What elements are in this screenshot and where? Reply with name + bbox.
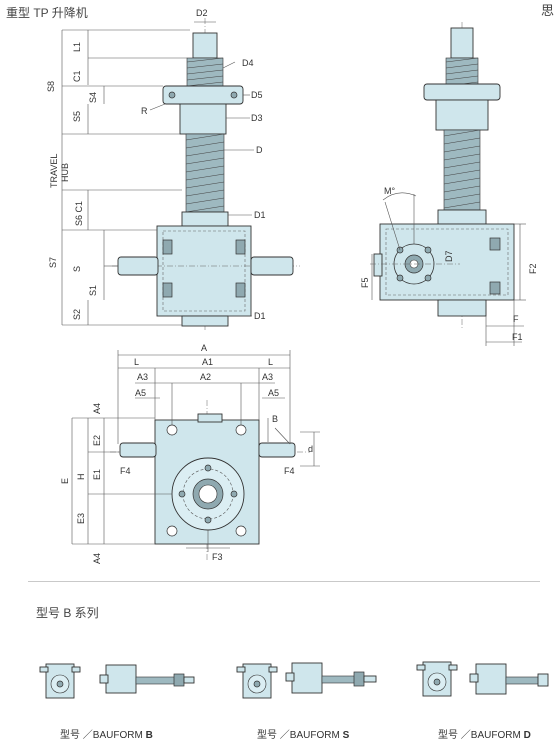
edge-glyph: 思: [540, 3, 554, 18]
page-title: 重型 TP 升降机: [6, 6, 88, 20]
label-d: D: [256, 145, 263, 155]
label-d7: D7: [444, 250, 454, 262]
caption-form-s: 型号 ／BAUFORM S: [257, 726, 349, 741]
label-d2: D2: [196, 8, 208, 18]
label-s: S: [72, 266, 82, 272]
label-travel: TRAVEL: [49, 154, 59, 188]
label-e2: E2: [92, 435, 102, 446]
label-e3: E3: [76, 513, 86, 524]
caption-prefix: 型号 ／BAUFORM: [438, 730, 524, 741]
label-l1: L1: [72, 42, 82, 52]
label-s2: S2: [72, 309, 82, 320]
label-f3: F3: [212, 552, 223, 562]
label-a: A: [201, 343, 207, 353]
label-r: R: [141, 106, 148, 116]
label-a4-top: A4: [92, 403, 102, 414]
label-s6-c1: S6 C1: [74, 201, 84, 226]
label-f2: F2: [528, 263, 538, 274]
label-a2: A2: [200, 372, 211, 382]
label-a5-right: A5: [268, 388, 279, 398]
caption-form-b: 型号 ／BAUFORM B: [60, 726, 153, 741]
caption-prefix: 型号 ／BAUFORM: [257, 730, 343, 741]
label-d4: D4: [242, 58, 254, 68]
label-a4-bottom: A4: [92, 553, 102, 564]
label-e: E: [60, 478, 70, 484]
label-s8: S8: [46, 81, 56, 92]
label-m-angle: M°: [384, 186, 395, 196]
label-a3-right: A3: [262, 372, 273, 382]
label-a3-left: A3: [137, 372, 148, 382]
label-h: H: [76, 474, 86, 481]
label-f5: F5: [360, 277, 370, 288]
caption-form-letter: S: [342, 730, 350, 741]
caption-form-letter: D: [523, 730, 531, 741]
caption-prefix: 型号 ／BAUFORM: [60, 730, 146, 741]
label-s7: S7: [48, 257, 58, 268]
label-d1-bottom: D1: [254, 311, 266, 321]
top-view: [71, 350, 320, 560]
label-e1: E1: [92, 469, 102, 480]
front-view: [61, 18, 300, 330]
label-a1: A1: [202, 357, 213, 367]
label-s6: S6: [74, 215, 84, 226]
label-c1-top: C1: [72, 70, 82, 82]
label-d-small: d: [308, 444, 313, 454]
label-l-right: L: [268, 357, 273, 367]
label-d1-top: D1: [254, 210, 266, 220]
label-hub: HUB: [60, 163, 70, 182]
label-b: B: [272, 414, 278, 424]
label-d3: D3: [251, 113, 263, 123]
thumbnail-form-b: [39, 663, 195, 699]
side-view: [370, 22, 526, 346]
label-f1: F1: [512, 332, 523, 342]
caption-form-letter: B: [145, 730, 153, 741]
label-f4-right: F4: [284, 466, 295, 476]
label-f: F: [513, 314, 519, 324]
label-s1: S1: [88, 285, 98, 296]
label-a5-left: A5: [135, 388, 146, 398]
label-s4: S4: [88, 92, 98, 103]
section-divider: [28, 581, 540, 582]
series-title: 型号 B 系列: [36, 606, 99, 620]
label-l-left: L: [134, 357, 139, 367]
caption-form-d: 型号 ／BAUFORM D: [438, 726, 531, 741]
thumbnail-form-s: [236, 662, 377, 699]
label-s5: S5: [72, 111, 82, 122]
thumbnail-form-d: [416, 661, 549, 697]
label-c1-mid: C1: [74, 201, 84, 213]
label-f4-left: F4: [120, 466, 131, 476]
label-d5: D5: [251, 90, 263, 100]
series-thumbnails: [39, 661, 549, 699]
